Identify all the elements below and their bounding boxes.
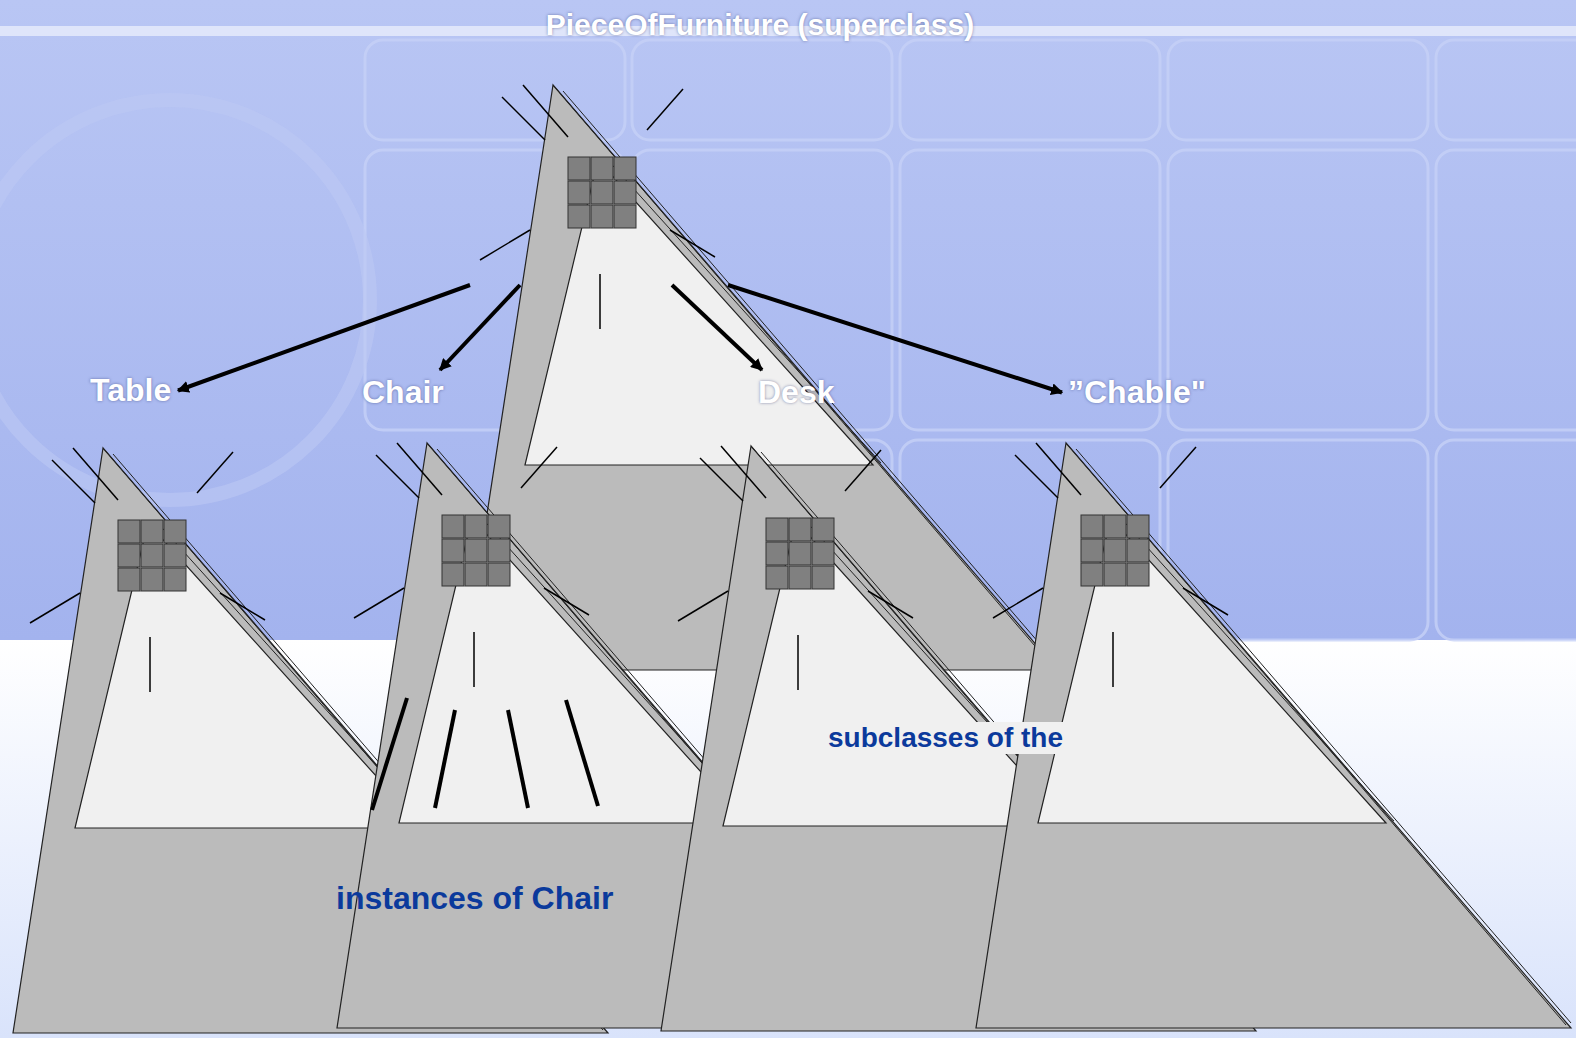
inheritance-line: [672, 285, 762, 370]
subclass-node: ”Chable": [1064, 372, 1210, 413]
furniture-figure: [976, 443, 1571, 1028]
instance-leader-lines: [372, 698, 598, 810]
subclass-name: ”Chable": [1068, 374, 1206, 411]
superclass-title: PieceOfFurniture (superclass): [474, 8, 1046, 42]
annotation-text: instances of Chair: [334, 880, 615, 917]
superclass-node: PieceOfFurniture (superclass): [470, 6, 1050, 285]
subclass-name: Table: [90, 372, 172, 409]
subclass-node: Table: [86, 370, 176, 411]
subclass-name: Desk: [758, 374, 835, 411]
subclass-node: Chair: [358, 372, 448, 413]
inheritance-line: [440, 285, 520, 370]
annotation-text: subclasses of the: [826, 722, 1065, 754]
subclass-name: Chair: [362, 374, 444, 411]
subclass-node: Desk: [754, 372, 839, 413]
